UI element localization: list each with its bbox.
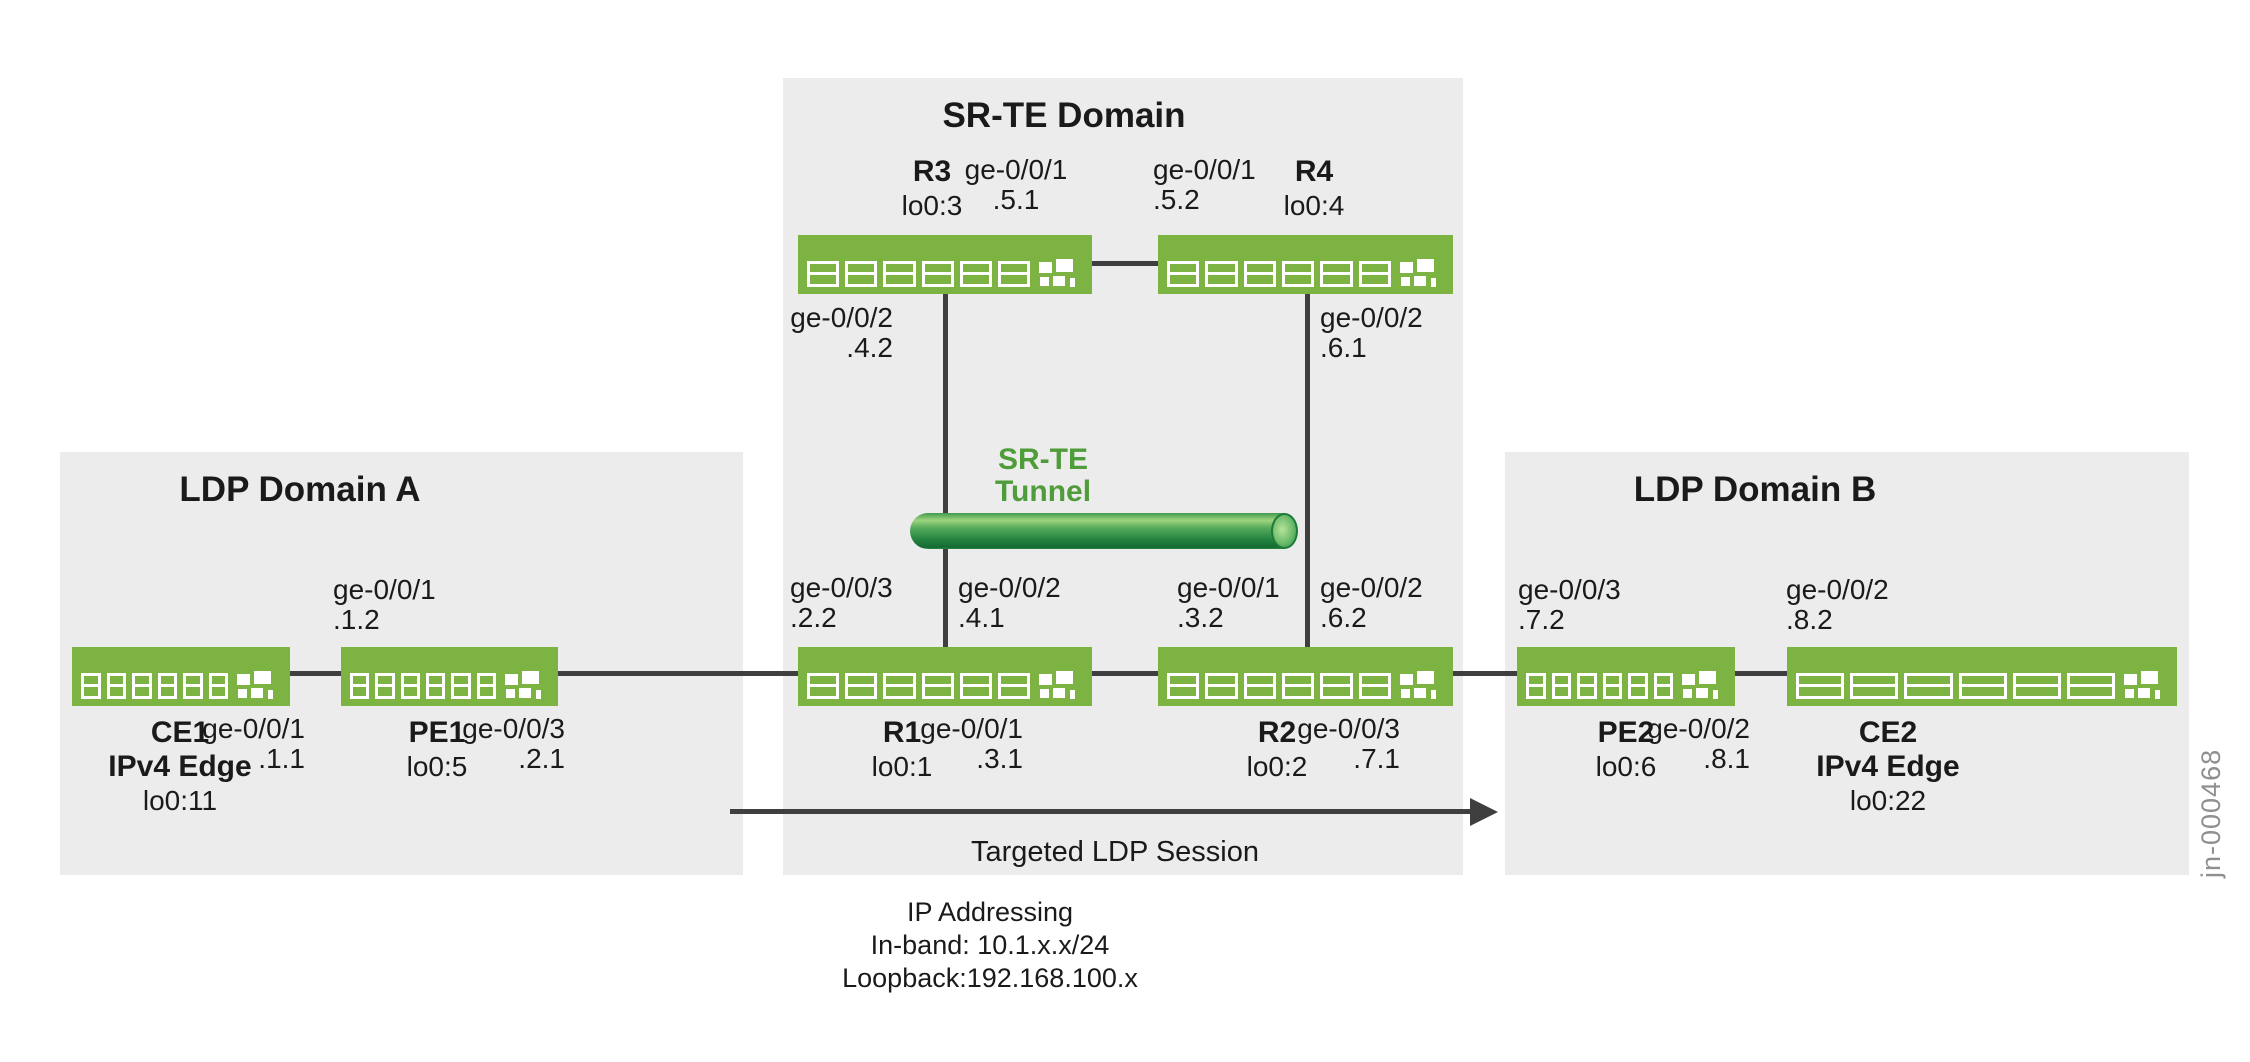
router-icon-r4	[1158, 235, 1453, 294]
sr-te-tunnel-label: SR-TE Tunnel	[994, 443, 1092, 508]
router-icon-r2	[1158, 647, 1453, 706]
router-icon-r3	[798, 235, 1092, 294]
router-label-r3: R3 lo0:3	[901, 155, 963, 221]
r3-r4-link-line	[1085, 261, 1165, 266]
ip-addressing-title: IP Addressing	[906, 897, 1074, 927]
targeted-ldp-session-label: Targeted LDP Session	[970, 836, 1260, 868]
router-ports	[1167, 671, 1444, 699]
iface-label-r3-ge002: ge-0/0/2.4.2	[790, 302, 893, 363]
iface-label-r2-ge001: ge-0/0/1.3.2	[1177, 572, 1280, 633]
router-label-ce1: CE1 IPv4 Edge lo0:11	[108, 716, 252, 816]
router-icon-pe2	[1517, 647, 1735, 706]
iface-label-r4-ge001: ge-0/0/1.5.2	[1153, 154, 1256, 215]
router-vents	[504, 671, 549, 699]
router-icon-pe1	[341, 647, 558, 706]
router-icon-r1	[798, 647, 1092, 706]
router-label-ce2: CE2 IPv4 Edge lo0:22	[1816, 716, 1960, 816]
iface-label-r4-ge002: ge-0/0/2.6.1	[1320, 302, 1423, 363]
router-ports	[81, 671, 281, 699]
router-icon-ce2	[1787, 647, 2177, 706]
router-vents	[1039, 259, 1083, 287]
sr-te-tunnel-end-cap	[1271, 513, 1298, 549]
iface-label-pe1-ge001: ge-0/0/1.1.2	[333, 574, 436, 635]
figure-id: jn-000468	[2196, 748, 2226, 878]
iface-label-r1-ge003: ge-0/0/3.2.2	[790, 572, 893, 633]
router-label-pe2: PE2 lo0:6	[1595, 716, 1657, 782]
iface-label-pe1-ge003: ge-0/0/3.2.1	[462, 713, 565, 774]
ip-addressing-note: IP Addressing In-band: 10.1.x.x/24 Loopb…	[790, 896, 1190, 995]
router-ports	[1167, 259, 1444, 287]
router-vents	[1399, 671, 1444, 699]
router-label-r4: R4 lo0:4	[1283, 155, 1345, 221]
domain-box-sr-te	[783, 78, 1463, 875]
iface-label-ce2-ge002: ge-0/0/2.8.2	[1786, 574, 1889, 635]
sr-te-tunnel-icon	[910, 513, 1284, 549]
iface-label-r2-ge003: ge-0/0/3.7.1	[1297, 713, 1400, 774]
router-ports	[1796, 671, 2168, 699]
arrow-head-icon	[1470, 798, 1498, 826]
router-label-pe1: PE1 lo0:5	[406, 716, 468, 782]
iface-label-r1-ge001: ge-0/0/1.3.1	[920, 713, 1023, 774]
r4-r2-link-line	[1305, 292, 1310, 650]
ldp-domain-a-title: LDP Domain A	[179, 470, 421, 509]
router-vents	[1399, 259, 1444, 287]
router-vents	[2124, 671, 2168, 699]
targeted-ldp-session-arrow	[730, 809, 1478, 814]
router-icon-ce1	[72, 647, 290, 706]
ldp-domain-b-title: LDP Domain B	[1633, 470, 1877, 509]
iface-label-pe2-ge002: ge-0/0/2.8.1	[1647, 713, 1750, 774]
sr-te-domain-title: SR-TE Domain	[942, 96, 1186, 135]
iface-label-r2-ge002: ge-0/0/2.6.2	[1320, 572, 1423, 633]
router-label-r2: R2 lo0:2	[1246, 716, 1308, 782]
router-ports	[350, 671, 549, 699]
router-ports	[1526, 671, 1726, 699]
router-ports	[807, 671, 1083, 699]
iface-label-r1-ge002: ge-0/0/2.4.1	[958, 572, 1061, 633]
iface-label-pe2-ge003: ge-0/0/3.7.2	[1518, 574, 1621, 635]
router-vents	[1039, 671, 1083, 699]
iface-label-r3-ge001: ge-0/0/1.5.1	[964, 154, 1068, 215]
router-ports	[807, 259, 1083, 287]
router-label-r1: R1 lo0:1	[871, 716, 933, 782]
router-vents	[237, 671, 281, 699]
iface-label-ce1-ge001: ge-0/0/1.1.1	[202, 713, 305, 774]
r3-r1-link-line	[943, 292, 948, 650]
ip-addressing-loopback: Loopback:192.168.100.x	[842, 963, 1138, 993]
router-vents	[1682, 671, 1726, 699]
ip-addressing-inband: In-band: 10.1.x.x/24	[870, 930, 1110, 960]
